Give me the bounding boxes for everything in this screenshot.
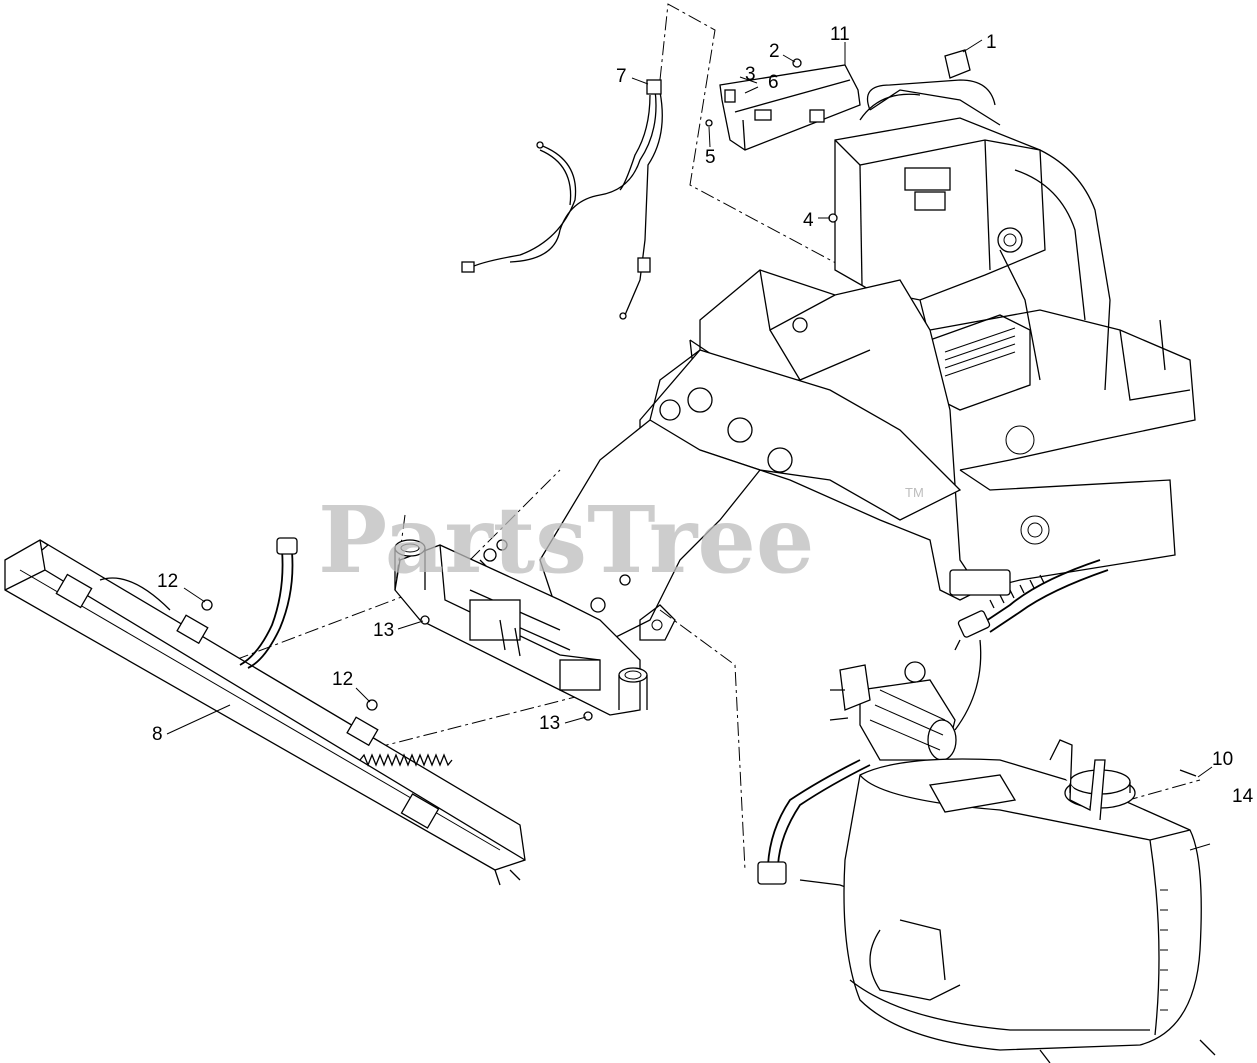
main-frame-assembly: [479, 269, 1196, 641]
callout-8: 8: [152, 724, 163, 745]
pump-and-hose: [757, 559, 1109, 906]
callout-1: 1: [986, 32, 997, 53]
watermark-trademark: TM: [905, 485, 924, 500]
watermark-text: PartsTree: [318, 486, 814, 594]
callout-13b: 13: [539, 713, 560, 734]
callout-5: 5: [705, 147, 716, 168]
callout-2: 2: [769, 41, 780, 62]
axle-cross-member: [394, 539, 648, 716]
callout-10: 10: [1212, 749, 1233, 770]
screw-part-5: [705, 119, 713, 127]
callout-6: 6: [768, 72, 779, 93]
callout-13a: 13: [373, 620, 394, 641]
callout-11: 11: [830, 24, 850, 45]
callout-labels: 1 2 3 4 5 6 7 8 10 11 12 12 13 13 14: [152, 24, 1254, 807]
hardware-fasteners: [201, 49, 1197, 777]
spray-boom-bar: [4, 537, 526, 886]
wire-harness: [461, 79, 663, 320]
callout-7: 7: [616, 66, 627, 87]
control-tower-assembly: [834, 79, 1111, 411]
callout-12b: 12: [332, 669, 353, 690]
callout-12a: 12: [157, 571, 178, 592]
callout-14: 14: [1232, 786, 1254, 807]
bolt-part-12a: [201, 599, 213, 611]
nut-part-13b: [583, 711, 593, 721]
spray-tank: [843, 739, 1216, 1063]
switch-bracket: [719, 64, 861, 151]
nut-part-13a: [420, 615, 430, 625]
screw-part-2: [792, 58, 802, 68]
switch-part-1: [944, 49, 971, 79]
callout-3: 3: [745, 64, 756, 85]
bolt-part-12b: [366, 699, 378, 711]
pin-part-14: [1179, 769, 1197, 777]
nut-part-4: [828, 213, 838, 223]
callout-4: 4: [803, 210, 814, 231]
callout-leaders: [166, 39, 1213, 851]
